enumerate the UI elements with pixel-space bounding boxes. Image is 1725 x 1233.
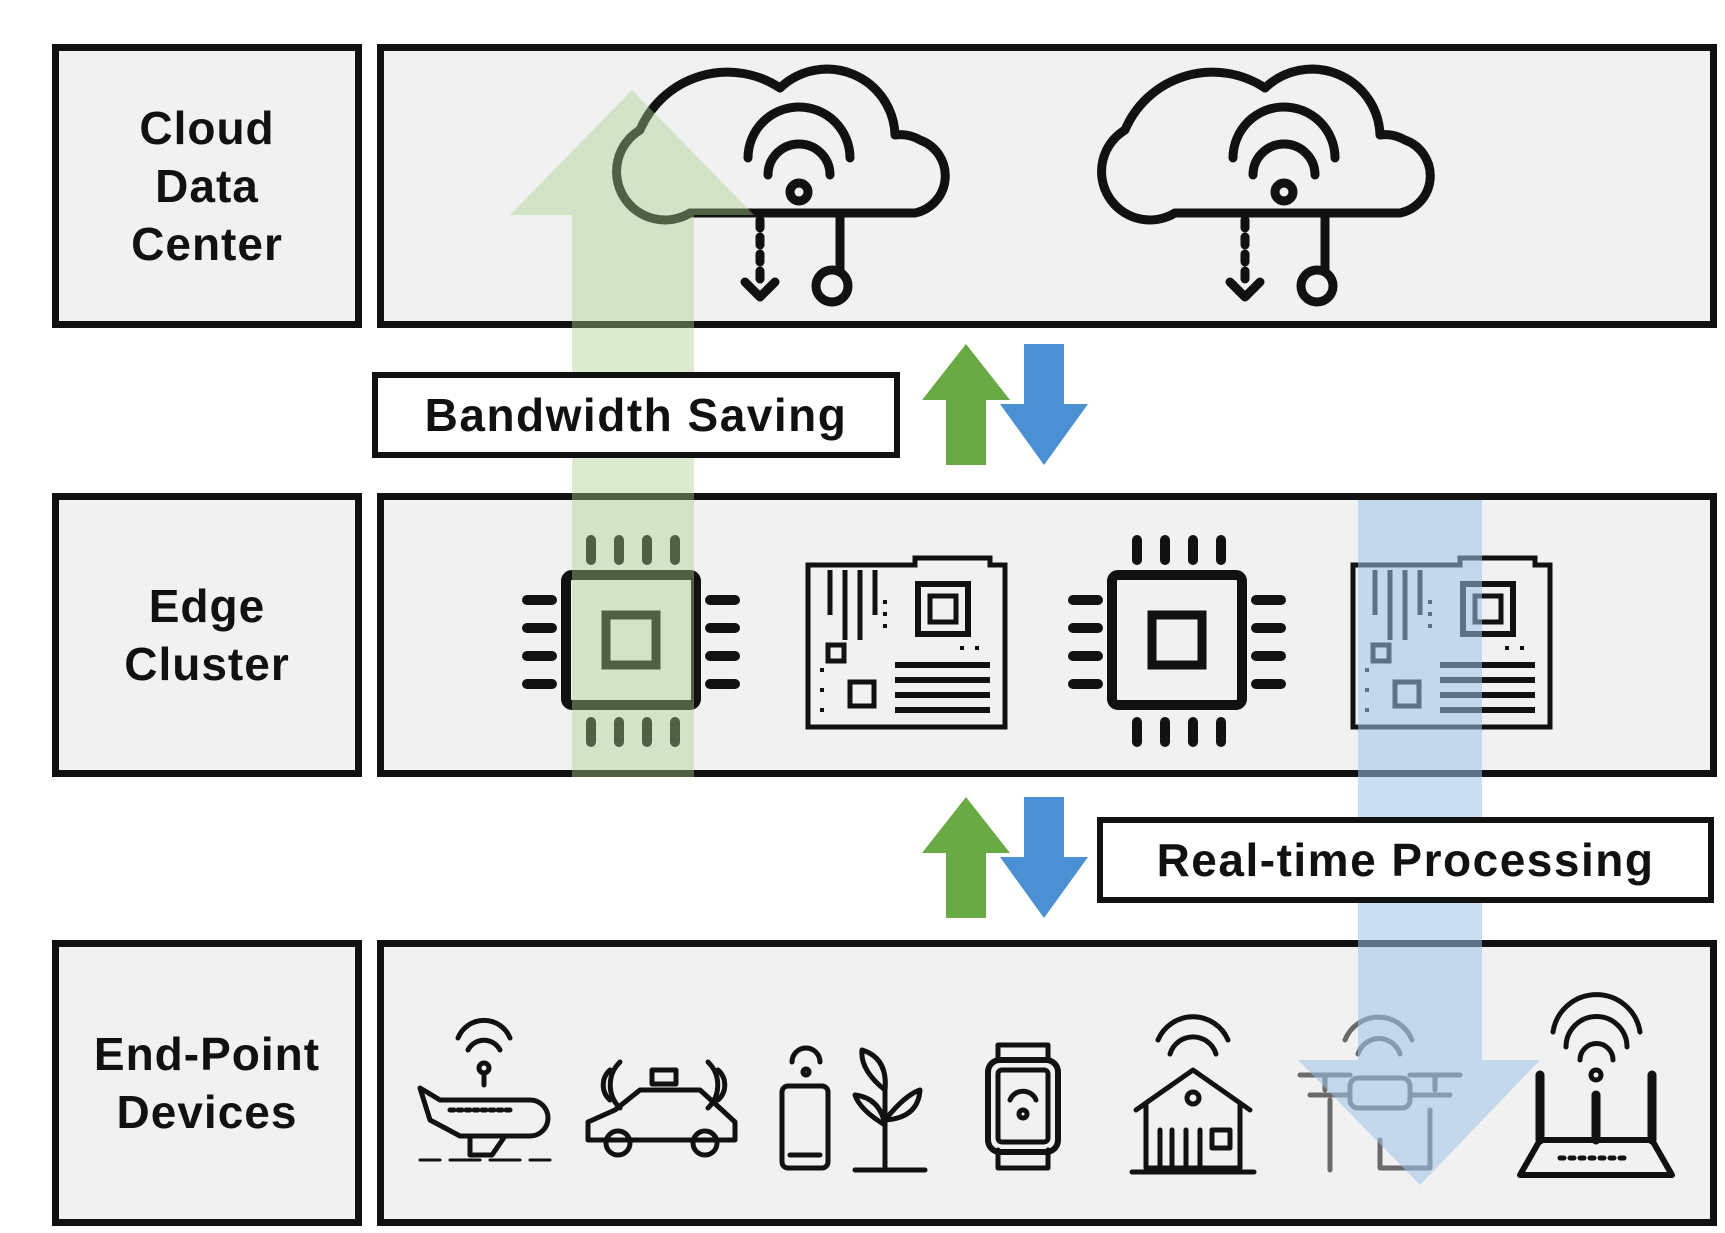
cloud-layer-label: Cloud Data Center [131, 102, 283, 270]
endpoint-layer-label: End-Point Devices [93, 1028, 321, 1138]
bandwidth-saving-label: Bandwidth Saving [372, 372, 900, 458]
realtime-processing-label: Real-time Processing [1097, 817, 1714, 903]
smart-home-icon [1129, 1014, 1257, 1175]
autonomous-car-icon [585, 1059, 738, 1158]
cloud-computing-icon [612, 64, 950, 307]
edge-layer-label: Edge Cluster [124, 580, 290, 690]
endpoint-layer-label-box: End-Point Devices [52, 940, 362, 1226]
cloud-layer-label-box: Cloud Data Center [52, 44, 362, 328]
downlink-arrow [1000, 797, 1088, 918]
smartwatch-icon [985, 1042, 1061, 1171]
smart-farming-icon [779, 1045, 928, 1173]
downlink-arrow [1000, 344, 1088, 465]
cloud-layer-panel [377, 44, 1717, 328]
uplink-arrow [922, 344, 1010, 465]
uplink-arrow [922, 797, 1010, 918]
wifi-router-icon [1517, 992, 1675, 1178]
airplane-icon [417, 1017, 552, 1162]
cloud-computing-icon [1097, 64, 1435, 307]
processor-chip-icon [522, 535, 740, 747]
processor-chip-icon [1068, 535, 1286, 747]
motherboard-icon [805, 555, 1008, 730]
edge-layer-label-box: Edge Cluster [52, 493, 362, 777]
